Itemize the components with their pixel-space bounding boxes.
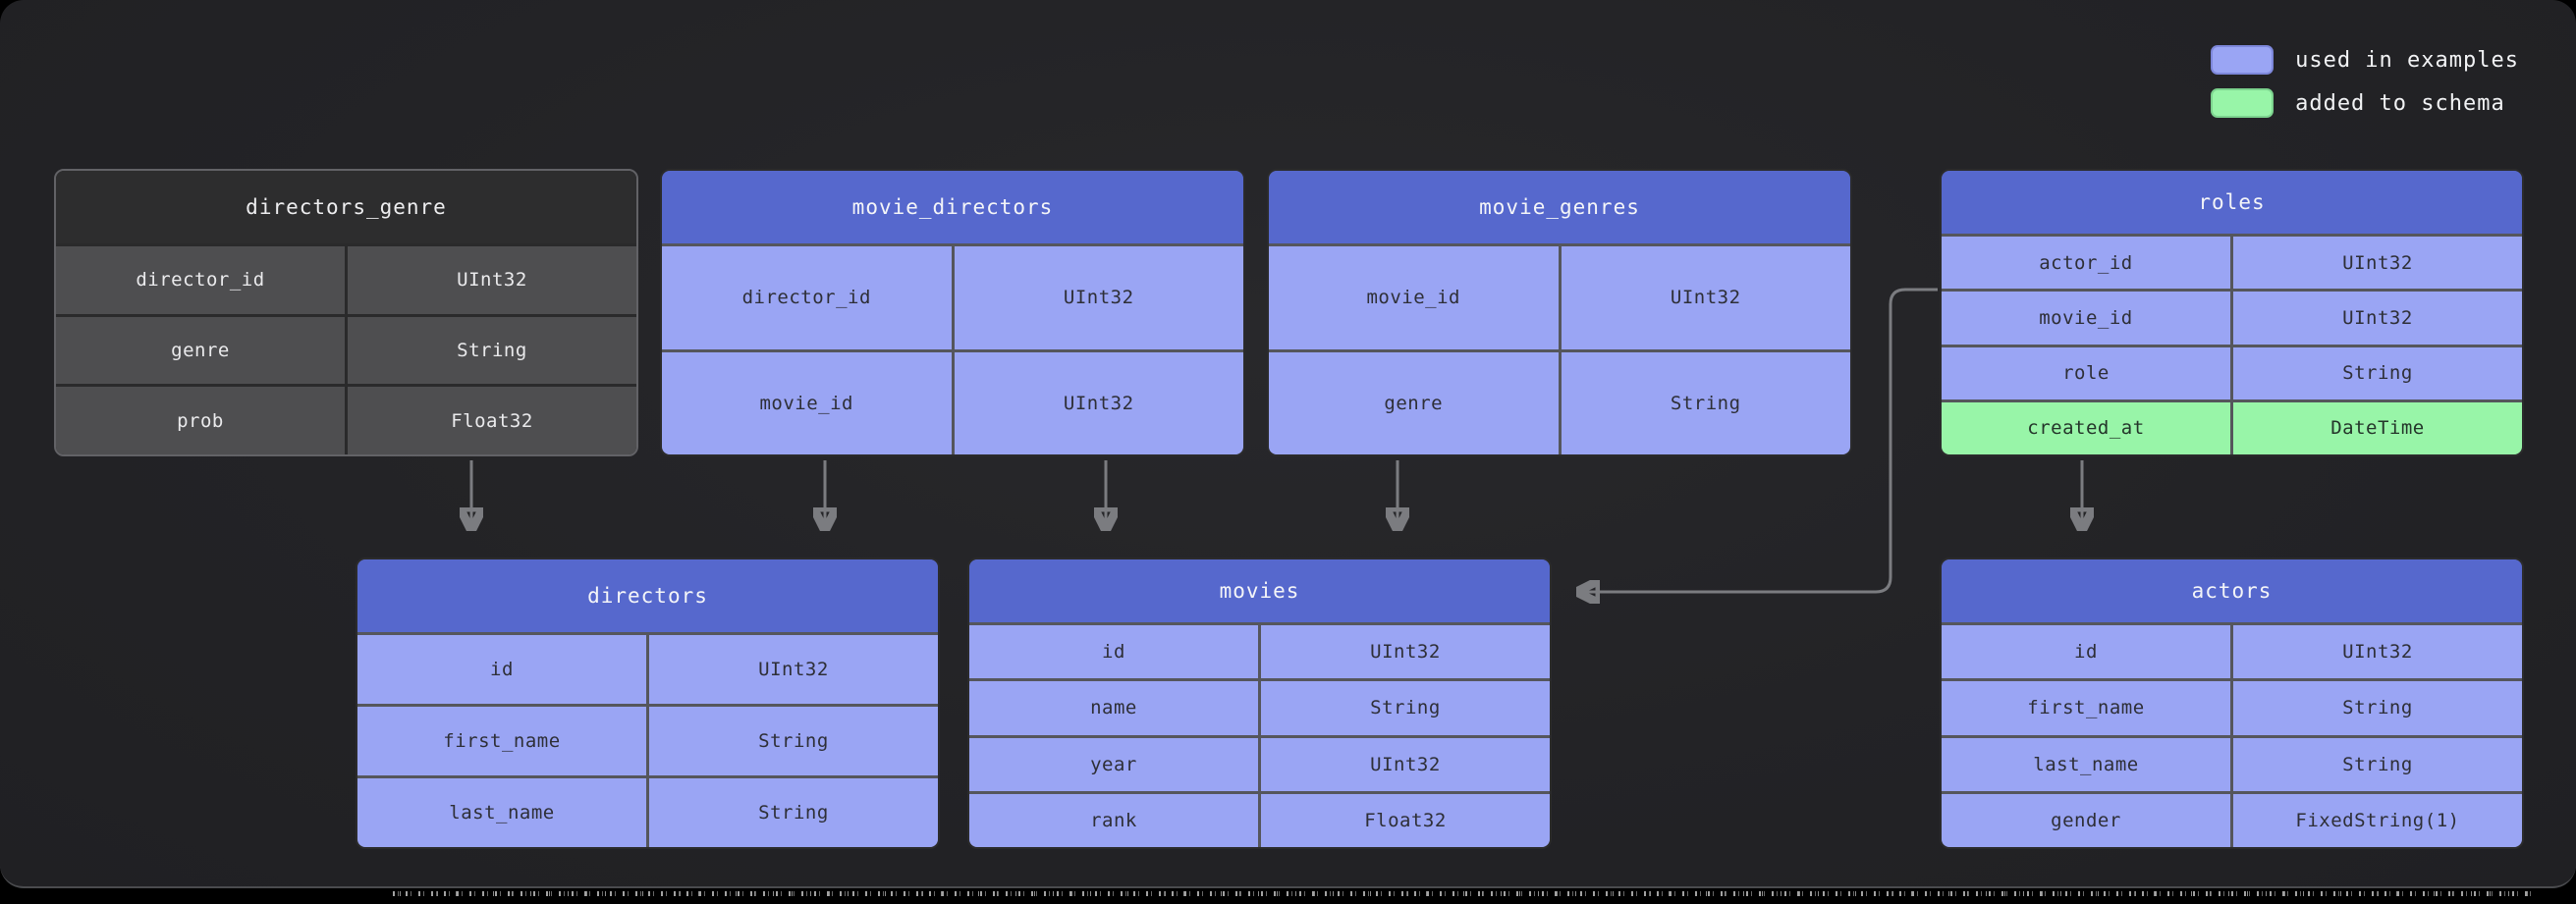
table-row: last_name String	[1942, 737, 2522, 791]
field-type-cell: FixedString(1)	[2233, 793, 2522, 847]
table-row: name String	[969, 681, 1550, 735]
table-directors_genre: directors_genre director_id UInt32 genre…	[54, 169, 638, 456]
table-row: id UInt32	[357, 635, 938, 704]
field-name-cell: genre	[56, 316, 345, 385]
table-header: roles	[1942, 171, 2522, 234]
legend-label: used in examples	[2295, 47, 2519, 73]
table-header: movie_genres	[1269, 171, 1850, 243]
legend-swatch-blue	[2211, 45, 2275, 75]
table-row: first_name String	[357, 707, 938, 775]
table-title: roles	[2198, 190, 2266, 214]
field-name-cell: created_at	[1942, 401, 2230, 454]
table-header: actors	[1942, 559, 2522, 622]
field-name-cell: first_name	[1942, 681, 2230, 735]
field-type-cell: UInt32	[954, 246, 1243, 349]
legend-swatch-green	[2211, 88, 2275, 118]
table-movies: movies id UInt32 name String year UInt32…	[967, 558, 1552, 849]
table-directors: directors id UInt32 first_name String la…	[356, 558, 940, 849]
table-row: year UInt32	[969, 737, 1550, 791]
field-name-cell: id	[969, 625, 1258, 679]
table-row: rank Float32	[969, 793, 1550, 847]
table-title: directors	[587, 584, 708, 608]
field-name-cell: movie_id	[1269, 246, 1559, 349]
table-title: movie_genres	[1479, 195, 1640, 219]
field-type-cell: UInt32	[2233, 625, 2522, 679]
field-type-cell: UInt32	[649, 635, 938, 704]
field-name-cell: role	[1942, 346, 2230, 399]
field-type-cell: UInt32	[1561, 246, 1850, 349]
field-type-cell: UInt32	[348, 246, 636, 314]
table-row: id UInt32	[969, 625, 1550, 679]
field-name-cell: director_id	[662, 246, 952, 349]
field-type-cell: Float32	[1261, 793, 1550, 847]
field-name-cell: name	[969, 681, 1258, 735]
table-title: movies	[1219, 579, 1300, 603]
table-header: directors	[357, 559, 938, 632]
table-title: actors	[2191, 579, 2273, 603]
table-header: movie_directors	[662, 171, 1243, 243]
table-row: movie_id UInt32	[662, 351, 1243, 454]
field-type-cell: String	[348, 316, 636, 385]
field-type-cell: UInt32	[1261, 625, 1550, 679]
field-type-cell: String	[2233, 737, 2522, 791]
field-type-cell: UInt32	[954, 351, 1243, 454]
table-roles: roles actor_id UInt32 movie_id UInt32 ro…	[1940, 169, 2524, 456]
table-row: director_id UInt32	[662, 246, 1243, 349]
field-type-cell: Float32	[348, 387, 636, 454]
table-movie_directors: movie_directors director_id UInt32 movie…	[660, 169, 1245, 456]
legend-label: added to schema	[2295, 90, 2505, 116]
field-name-cell: id	[1942, 625, 2230, 679]
field-type-cell: String	[649, 778, 938, 847]
table-row: role String	[1942, 346, 2522, 399]
table-title: movie_directors	[851, 195, 1054, 219]
table-row: gender FixedString(1)	[1942, 793, 2522, 847]
table-row: movie_id UInt32	[1942, 292, 2522, 345]
field-type-cell: UInt32	[1261, 737, 1550, 791]
field-name-cell: movie_id	[662, 351, 952, 454]
table-row: last_name String	[357, 778, 938, 847]
field-name-cell: gender	[1942, 793, 2230, 847]
table-movie_genres: movie_genres movie_id UInt32 genre Strin…	[1267, 169, 1852, 456]
field-name-cell: rank	[969, 793, 1258, 847]
field-type-cell: String	[649, 707, 938, 775]
table-row-added-to-schema: created_at DateTime	[1942, 401, 2522, 454]
field-name-cell: last_name	[1942, 737, 2230, 791]
field-type-cell: String	[2233, 681, 2522, 735]
table-row: movie_id UInt32	[1269, 246, 1850, 349]
field-name-cell: last_name	[357, 778, 646, 847]
table-row: first_name String	[1942, 681, 2522, 735]
field-name-cell: id	[357, 635, 646, 704]
legend-item-added-to-schema: added to schema	[2211, 88, 2519, 118]
field-name-cell: director_id	[56, 246, 345, 314]
field-name-cell: year	[969, 737, 1258, 791]
table-actors: actors id UInt32 first_name String last_…	[1940, 558, 2524, 849]
field-type-cell: String	[1261, 681, 1550, 735]
table-row: genre String	[1269, 351, 1850, 454]
field-name-cell: actor_id	[1942, 237, 2230, 290]
table-title: directors_genre	[246, 195, 447, 219]
table-header: directors_genre	[56, 171, 636, 243]
table-row: prob Float32	[56, 387, 636, 454]
field-name-cell: movie_id	[1942, 292, 2230, 345]
field-type-cell: UInt32	[2233, 292, 2522, 345]
table-header: movies	[969, 559, 1550, 622]
table-row: director_id UInt32	[56, 246, 636, 314]
field-name-cell: first_name	[357, 707, 646, 775]
field-type-cell: String	[2233, 346, 2522, 399]
table-row: id UInt32	[1942, 625, 2522, 679]
field-type-cell: UInt32	[2233, 237, 2522, 290]
field-type-cell: DateTime	[2233, 401, 2522, 454]
table-row: actor_id UInt32	[1942, 237, 2522, 290]
field-name-cell: prob	[56, 387, 345, 454]
table-row: genre String	[56, 316, 636, 385]
bottom-artifact-strip	[393, 891, 2534, 896]
legend-item-used-in-examples: used in examples	[2211, 45, 2519, 75]
legend: used in examples added to schema	[2211, 45, 2519, 118]
field-name-cell: genre	[1269, 351, 1559, 454]
field-type-cell: String	[1561, 351, 1850, 454]
